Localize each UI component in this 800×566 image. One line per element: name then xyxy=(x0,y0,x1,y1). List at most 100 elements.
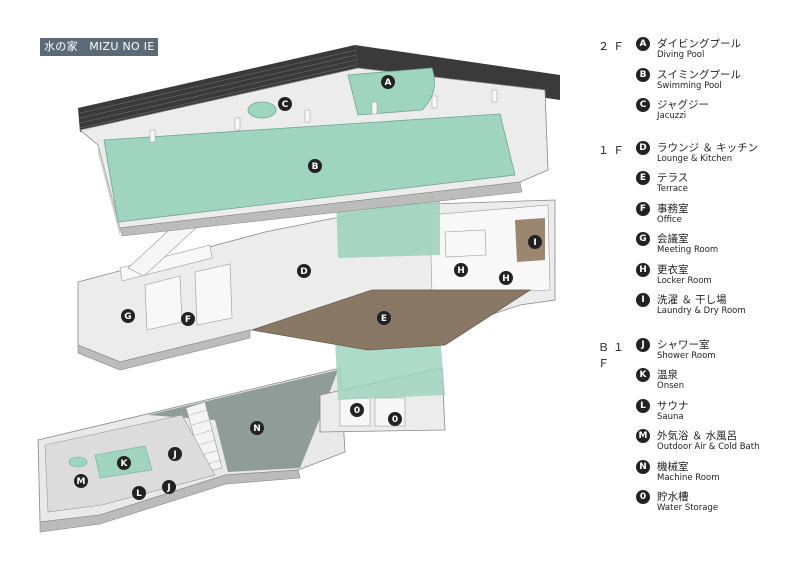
room-marker: B xyxy=(308,159,322,173)
room-marker-label: J xyxy=(166,483,170,493)
legend-badge: D xyxy=(636,140,650,155)
2f-slab-front xyxy=(119,181,523,237)
cold-bath xyxy=(68,456,88,468)
room-marker-circle xyxy=(132,486,146,500)
room-marker: A xyxy=(381,75,395,89)
legend-label-ja: 外気浴 ＆ 水風呂 xyxy=(657,430,738,442)
legend-label-en: Terrace xyxy=(657,184,688,194)
room-marker-circle xyxy=(350,403,364,417)
legend-label-ja: シャワー室 xyxy=(657,338,710,351)
legend-label-ja: 機械室 xyxy=(657,460,689,473)
room-marker-label: C xyxy=(282,100,289,110)
room-marker: I xyxy=(528,235,542,249)
2f-slab-side xyxy=(98,145,120,236)
legend-badge: H xyxy=(636,262,650,277)
room-marker: 0 xyxy=(350,403,364,417)
room-marker-label: D xyxy=(300,267,307,277)
legend-label-en: Jacuzzi xyxy=(657,111,687,121)
room-marker-label: H xyxy=(502,274,510,284)
legend-badge: K xyxy=(636,368,650,382)
legend-label-en: Shower Room xyxy=(657,350,716,361)
2f-ribs xyxy=(79,49,357,129)
legend-label-en: Water Storage xyxy=(657,503,719,513)
legend-badge: B xyxy=(636,67,650,82)
machine-room-floor xyxy=(148,370,338,472)
2f-rib-wall-left xyxy=(78,45,358,132)
floor-label: Ｂ１Ｆ xyxy=(598,340,628,370)
room-marker-label: B xyxy=(312,162,319,172)
glass-core-lower xyxy=(335,335,445,400)
room-marker: J xyxy=(168,447,182,461)
room-marker-circle xyxy=(121,309,135,323)
room-marker-circle xyxy=(168,447,182,461)
legend-label-en: Sauna xyxy=(657,411,684,422)
legend-badge: M xyxy=(636,429,650,443)
legend-label-ja: 会議室 xyxy=(657,233,689,245)
room-marker-label: N xyxy=(253,424,261,434)
room-marker: K xyxy=(117,456,131,470)
room-marker-label: E xyxy=(381,314,387,324)
floor-label: １Ｆ xyxy=(598,143,628,157)
legend-label-ja: 洗濯 ＆ 干し場 xyxy=(657,294,727,306)
room-marker: G xyxy=(121,309,135,323)
room-marker-label: 0 xyxy=(392,415,398,425)
legend-label-en: Diving Pool xyxy=(657,50,705,60)
room-marker: M xyxy=(74,474,88,488)
room-marker-circle xyxy=(528,235,542,249)
room-marker-circle xyxy=(250,421,264,435)
room-marker: H xyxy=(454,263,468,277)
room-marker: N xyxy=(250,421,264,435)
diving-pool xyxy=(347,67,435,116)
room-marker-circle xyxy=(181,312,195,326)
legend-label-ja: スイミングプール xyxy=(657,68,741,81)
legend-badge: 0 xyxy=(636,490,650,504)
floor-label: ２Ｆ xyxy=(598,40,628,53)
room-marker-label: 0 xyxy=(354,406,360,416)
legend-label-ja: ラウンジ ＆ キッチン xyxy=(657,141,759,154)
room-marker-label: K xyxy=(121,459,129,469)
legend-label-ja: 更衣室 xyxy=(657,263,689,276)
legend-label-ja: テラス xyxy=(657,172,689,184)
legend-badge: I xyxy=(636,293,650,307)
legend-badge: G xyxy=(636,232,650,246)
room-markers: A B C D E F G H H I N K J J M L 0 0 xyxy=(74,75,542,500)
room-marker: L xyxy=(132,486,146,500)
legend-badge: N xyxy=(636,459,650,474)
room-marker-circle xyxy=(377,311,391,325)
legend-label-en: Machine Room xyxy=(657,472,720,483)
legend-badge: C xyxy=(636,98,650,112)
legend-badge: F xyxy=(636,201,650,216)
room-marker: E xyxy=(377,311,391,325)
legend-label-ja: 事務室 xyxy=(657,202,689,215)
room-marker: C xyxy=(278,97,292,111)
legend-badge: A xyxy=(636,37,650,51)
legend-badge: J xyxy=(636,337,650,352)
terrace-deck xyxy=(251,289,532,351)
legend-badge: L xyxy=(636,398,650,413)
room-marker-label: H xyxy=(457,266,465,276)
legend-label-en: Meeting Room xyxy=(657,245,719,255)
room-marker-label: L xyxy=(136,489,142,499)
room-marker: F xyxy=(181,312,195,326)
room-marker: D xyxy=(297,264,311,278)
room-marker-label: J xyxy=(172,450,176,460)
2f-columns xyxy=(149,89,498,143)
room-marker-label: F xyxy=(185,315,191,325)
legend-label-ja: サウナ xyxy=(657,399,689,412)
room-marker: 0 xyxy=(388,412,402,426)
room-marker-circle xyxy=(499,271,513,285)
